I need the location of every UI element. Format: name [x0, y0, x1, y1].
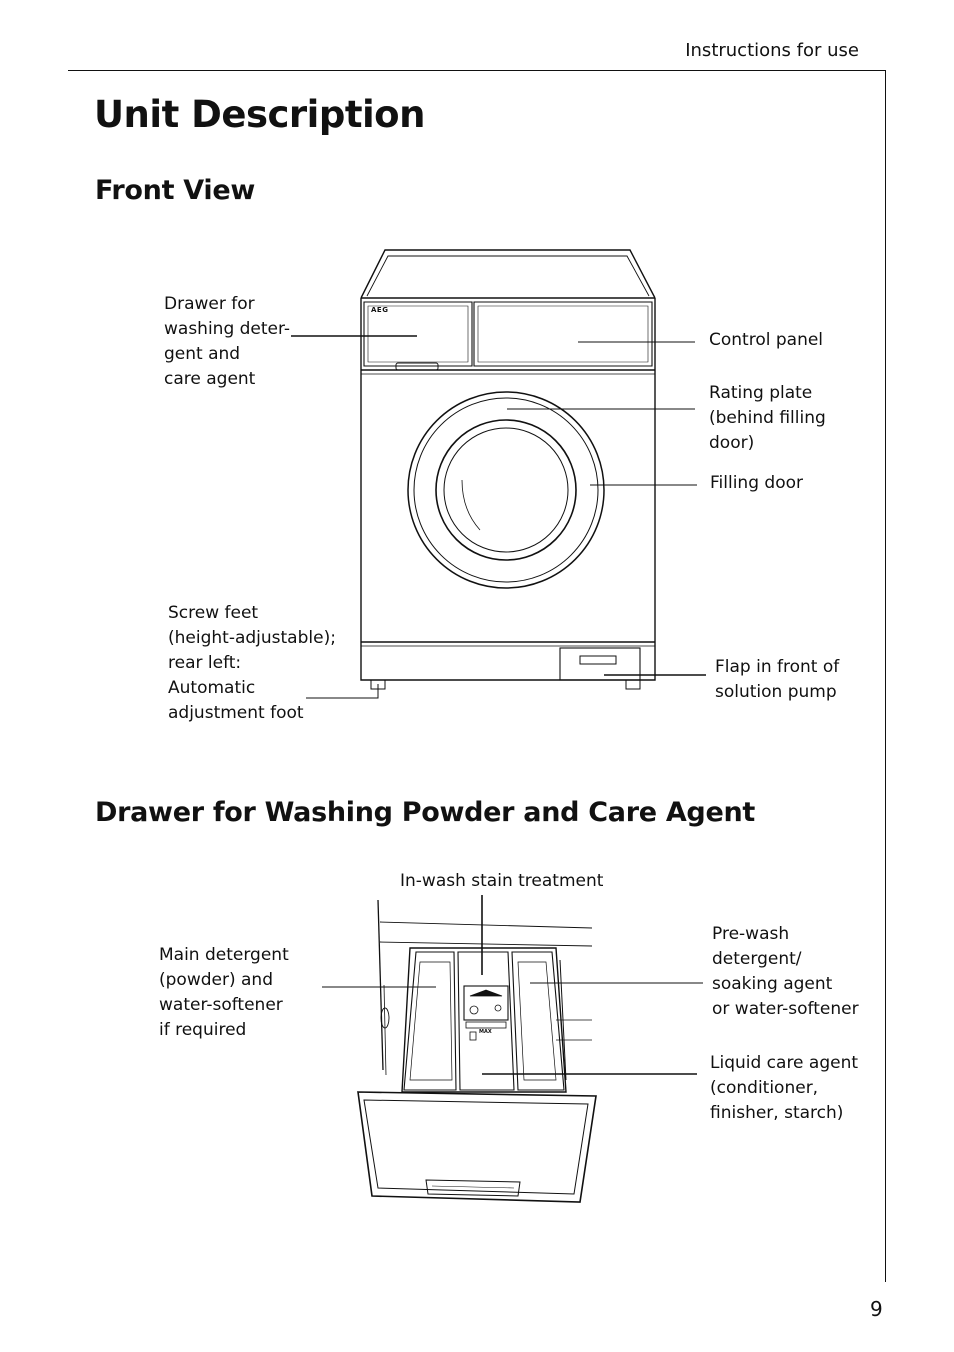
label-flap: Flap in front of solution pump	[715, 657, 840, 702]
page-margin-rule	[885, 70, 886, 1282]
header-rule	[68, 70, 886, 71]
label-screw-feet: Screw feet (height-adjustable); rear lef…	[168, 603, 336, 723]
label-control-panel: Control panel	[709, 330, 824, 350]
label-rating-plate: Rating plate (behind filling door)	[709, 383, 826, 453]
drawer-section-heading: Drawer for Washing Powder and Care Agent	[95, 797, 755, 828]
max-mark: MAX	[479, 1029, 492, 1035]
label-stain-treatment: In-wash stain treatment	[400, 871, 604, 891]
label-filling-door: Filling door	[710, 473, 803, 493]
label-main-detergent: Main detergent (powder) and water-soften…	[159, 945, 289, 1040]
page-number: 9	[870, 1297, 883, 1321]
label-liquid-care: Liquid care agent (conditioner, finisher…	[710, 1053, 859, 1123]
label-drawer: Drawer for washing deter- gent and care …	[164, 294, 291, 389]
washing-machine-illustration	[291, 249, 706, 699]
running-header: Instructions for use	[685, 40, 859, 61]
aeg-logo: AEG	[371, 306, 389, 314]
label-prewash: Pre-wash detergent/ soaking agent or wat…	[712, 924, 859, 1019]
page-title: Unit Description	[94, 93, 425, 136]
front-view-heading: Front View	[95, 175, 256, 206]
